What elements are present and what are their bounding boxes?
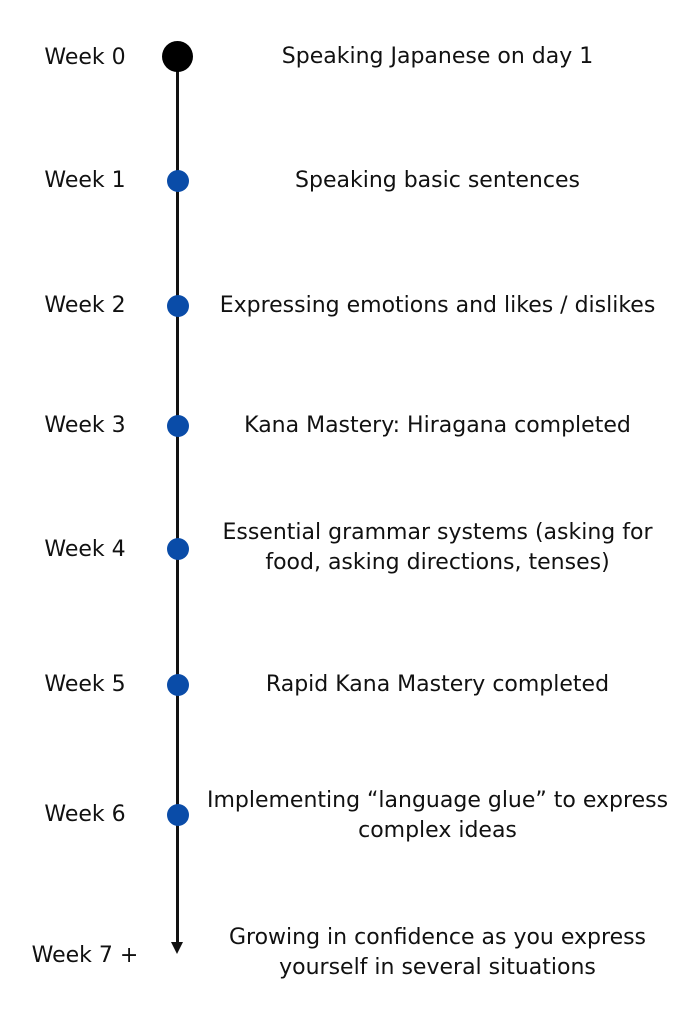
week-2-marker: [167, 295, 189, 317]
week-3-label: Week 3: [44, 413, 126, 438]
week-1-label: Week 1: [44, 168, 126, 193]
week-5-marker: [167, 674, 189, 696]
week-6-milestone: Implementing “language glue” to express …: [206, 788, 669, 843]
week-0-milestone: Speaking Japanese on day 1: [281, 44, 594, 69]
week-7-label: Week 7 +: [31, 943, 139, 968]
week-3-marker: [167, 415, 189, 437]
timeline-arrow-head: [171, 942, 183, 954]
start-marker: [162, 41, 193, 72]
week-5-label: Week 5: [44, 672, 126, 697]
week-4-label: Week 4: [44, 537, 126, 562]
week-1-milestone: Speaking basic sentences: [295, 168, 580, 193]
week-4-milestone: Essential grammar systems (asking for fo…: [222, 520, 653, 575]
week-2-label: Week 2: [44, 293, 126, 318]
timeline-line: [176, 56, 179, 942]
week-2-milestone: Expressing emotions and likes / dislikes: [219, 293, 656, 318]
week-4-marker: [167, 538, 189, 560]
week-1-marker: [167, 170, 189, 192]
week-6-label: Week 6: [44, 802, 126, 827]
week-6-marker: [167, 804, 189, 826]
week-7-milestone: Growing in confidence as you express you…: [228, 925, 647, 980]
week-3-milestone: Kana Mastery: Hiragana completed: [244, 413, 631, 438]
week-0-label: Week 0: [44, 45, 126, 70]
week-5-milestone: Rapid Kana Mastery completed: [265, 672, 610, 697]
